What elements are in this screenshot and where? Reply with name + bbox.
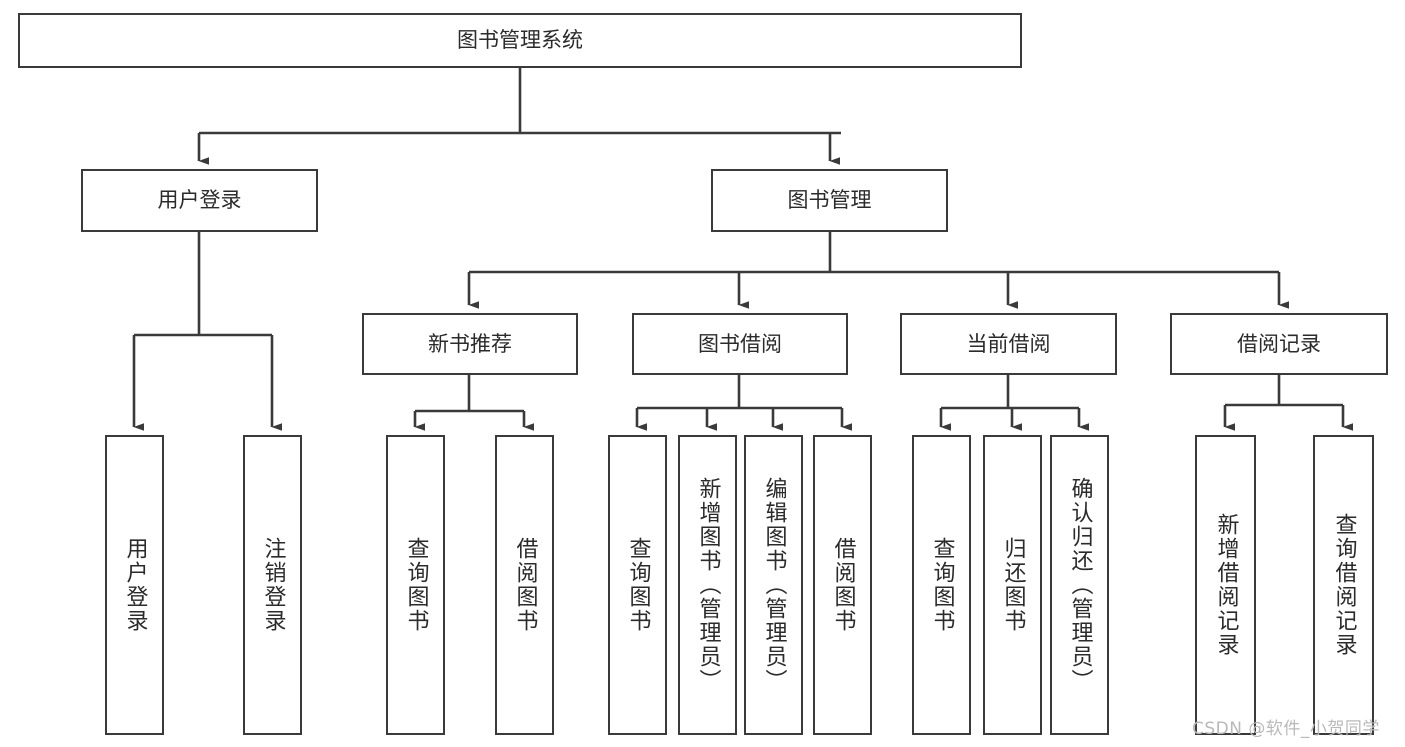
node-leaf-borrow-book-1[interactable]: 借阅图书	[495, 435, 554, 735]
node-current-borrow[interactable]: 当前借阅	[900, 313, 1117, 375]
node-label: 新增借阅记录	[1213, 513, 1239, 657]
node-label: 新增图书（管理员）	[695, 477, 721, 693]
node-leaf-query-book-2[interactable]: 查询图书	[608, 435, 667, 735]
node-leaf-add-record[interactable]: 新增借阅记录	[1195, 435, 1256, 735]
node-leaf-query-book-1[interactable]: 查询图书	[386, 435, 445, 735]
node-new-book-recommend[interactable]: 新书推荐	[362, 313, 578, 375]
node-leaf-confirm-return[interactable]: 确认归还（管理员）	[1050, 435, 1109, 735]
node-leaf-logout-login[interactable]: 注销登录	[243, 435, 302, 735]
node-leaf-edit-book[interactable]: 编辑图书（管理员）	[744, 435, 803, 735]
node-label: 查询图书	[929, 537, 955, 633]
node-label: 查询图书	[625, 537, 651, 633]
node-label: 图书管理	[787, 188, 872, 213]
node-label: 图书管理系统	[457, 28, 583, 53]
node-label: 用户登录	[157, 188, 242, 213]
node-label: 注销登录	[260, 537, 286, 633]
node-label: 图书借阅	[698, 331, 782, 356]
node-label: 归还图书	[1000, 537, 1026, 633]
node-label: 编辑图书（管理员）	[761, 477, 787, 693]
node-label: 借阅记录	[1237, 331, 1321, 356]
node-book-borrow[interactable]: 图书借阅	[632, 313, 848, 375]
node-label: 当前借阅	[966, 331, 1051, 356]
node-label: 用户登录	[122, 537, 148, 633]
node-label: 借阅图书	[830, 537, 856, 633]
node-leaf-query-book-3[interactable]: 查询图书	[912, 435, 971, 735]
node-label: 查询图书	[403, 537, 429, 633]
node-label: 查询借阅记录	[1331, 513, 1357, 657]
node-root-book-management-system[interactable]: 图书管理系统	[18, 13, 1022, 68]
node-borrow-record[interactable]: 借阅记录	[1170, 313, 1388, 375]
node-leaf-add-book[interactable]: 新增图书（管理员）	[678, 435, 737, 735]
node-label: 确认归还（管理员）	[1067, 477, 1093, 693]
node-label: 借阅图书	[512, 537, 538, 633]
node-book-management[interactable]: 图书管理	[711, 169, 948, 232]
node-leaf-return-book[interactable]: 归还图书	[983, 435, 1042, 735]
node-leaf-borrow-book-2[interactable]: 借阅图书	[813, 435, 872, 735]
node-leaf-query-record[interactable]: 查询借阅记录	[1313, 435, 1374, 735]
node-label: 新书推荐	[428, 331, 512, 356]
node-leaf-user-login[interactable]: 用户登录	[105, 435, 164, 735]
node-user-login[interactable]: 用户登录	[81, 169, 318, 232]
